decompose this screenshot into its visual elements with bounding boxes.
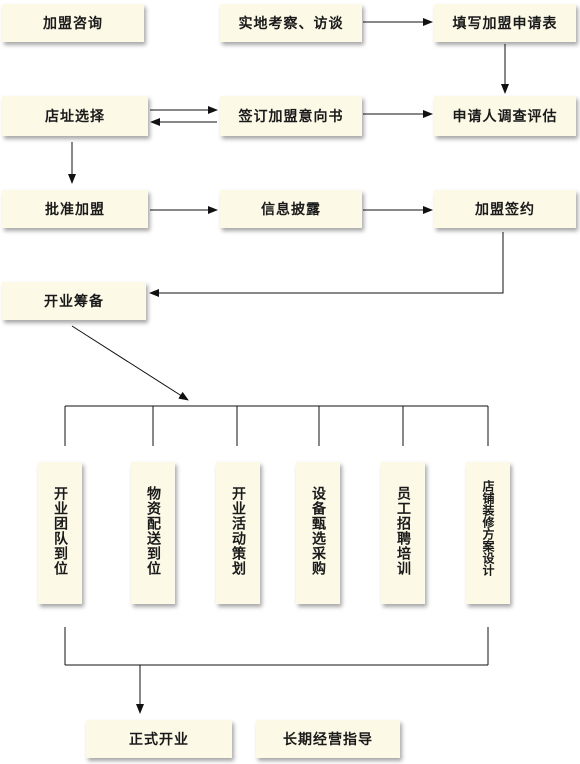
step-disclosure: 信息披露	[220, 190, 362, 228]
step-prep: 开业筹备	[2, 282, 146, 320]
step-consult: 加盟咨询	[2, 4, 144, 42]
step-applicant-eval: 申请人调查评估	[434, 96, 576, 136]
step-opening: 正式开业	[86, 720, 232, 758]
step-approve: 批准加盟	[2, 190, 148, 228]
task-staff: 员工招聘培训	[381, 462, 425, 604]
step-site-select: 店址选择	[2, 96, 148, 136]
step-sign-intent: 签订加盟意向书	[220, 96, 362, 136]
task-equipment: 设备甄选采购	[296, 462, 340, 604]
task-materials: 物资配送到位	[131, 462, 175, 604]
task-team: 开业团队到位	[38, 462, 82, 604]
step-guidance: 长期经营指导	[256, 720, 400, 758]
step-site-visit: 实地考察、访谈	[220, 4, 362, 42]
task-decor: 店铺装修方案设计	[466, 462, 510, 604]
step-fill-form: 填写加盟申请表	[434, 4, 576, 42]
arrow-contract-to-prep	[149, 232, 504, 297]
task-campaign: 开业活动策划	[216, 462, 260, 604]
step-contract: 加盟签约	[434, 190, 576, 228]
arrow-prep-to-branch	[71, 325, 189, 401]
